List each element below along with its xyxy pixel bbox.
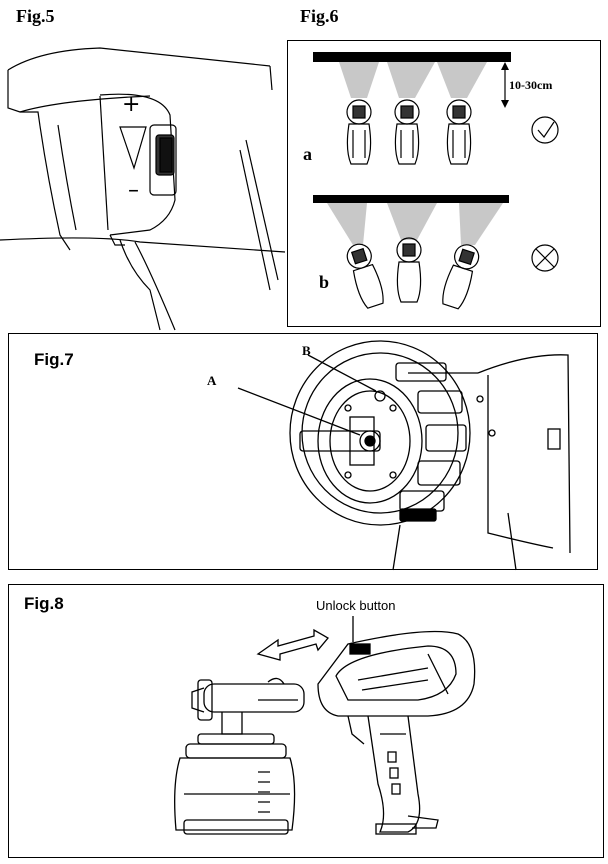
fig7-title: Fig.7 [34, 350, 74, 369]
fig5-title: Fig.5 [16, 6, 55, 26]
fig6-row-b-label: b [319, 272, 330, 292]
fig8-title: Fig.8 [24, 594, 64, 613]
fig7-callout-a: A [207, 373, 217, 388]
fig6-row-a-label: a [303, 144, 312, 164]
cross-circle-icon [532, 246, 558, 272]
fig6-title: Fig.6 [300, 6, 339, 26]
check-circle-icon [532, 118, 558, 144]
fig5-plus-sign: + [122, 92, 141, 117]
fig5-minus-sign: – [128, 178, 139, 203]
fig7-callout-b: B [302, 343, 311, 358]
fig8-frame [8, 584, 604, 858]
fig6-frame [287, 40, 601, 327]
fig7-frame [8, 333, 598, 570]
fig6-distance-label: 10-30cm [509, 78, 553, 92]
fig7-illustration [237, 340, 571, 571]
fig8-unlock-label: Unlock button [316, 598, 396, 613]
fig8-illustration [174, 616, 476, 835]
fig5-illustration [0, 47, 286, 331]
fig6-illustration [313, 52, 559, 310]
